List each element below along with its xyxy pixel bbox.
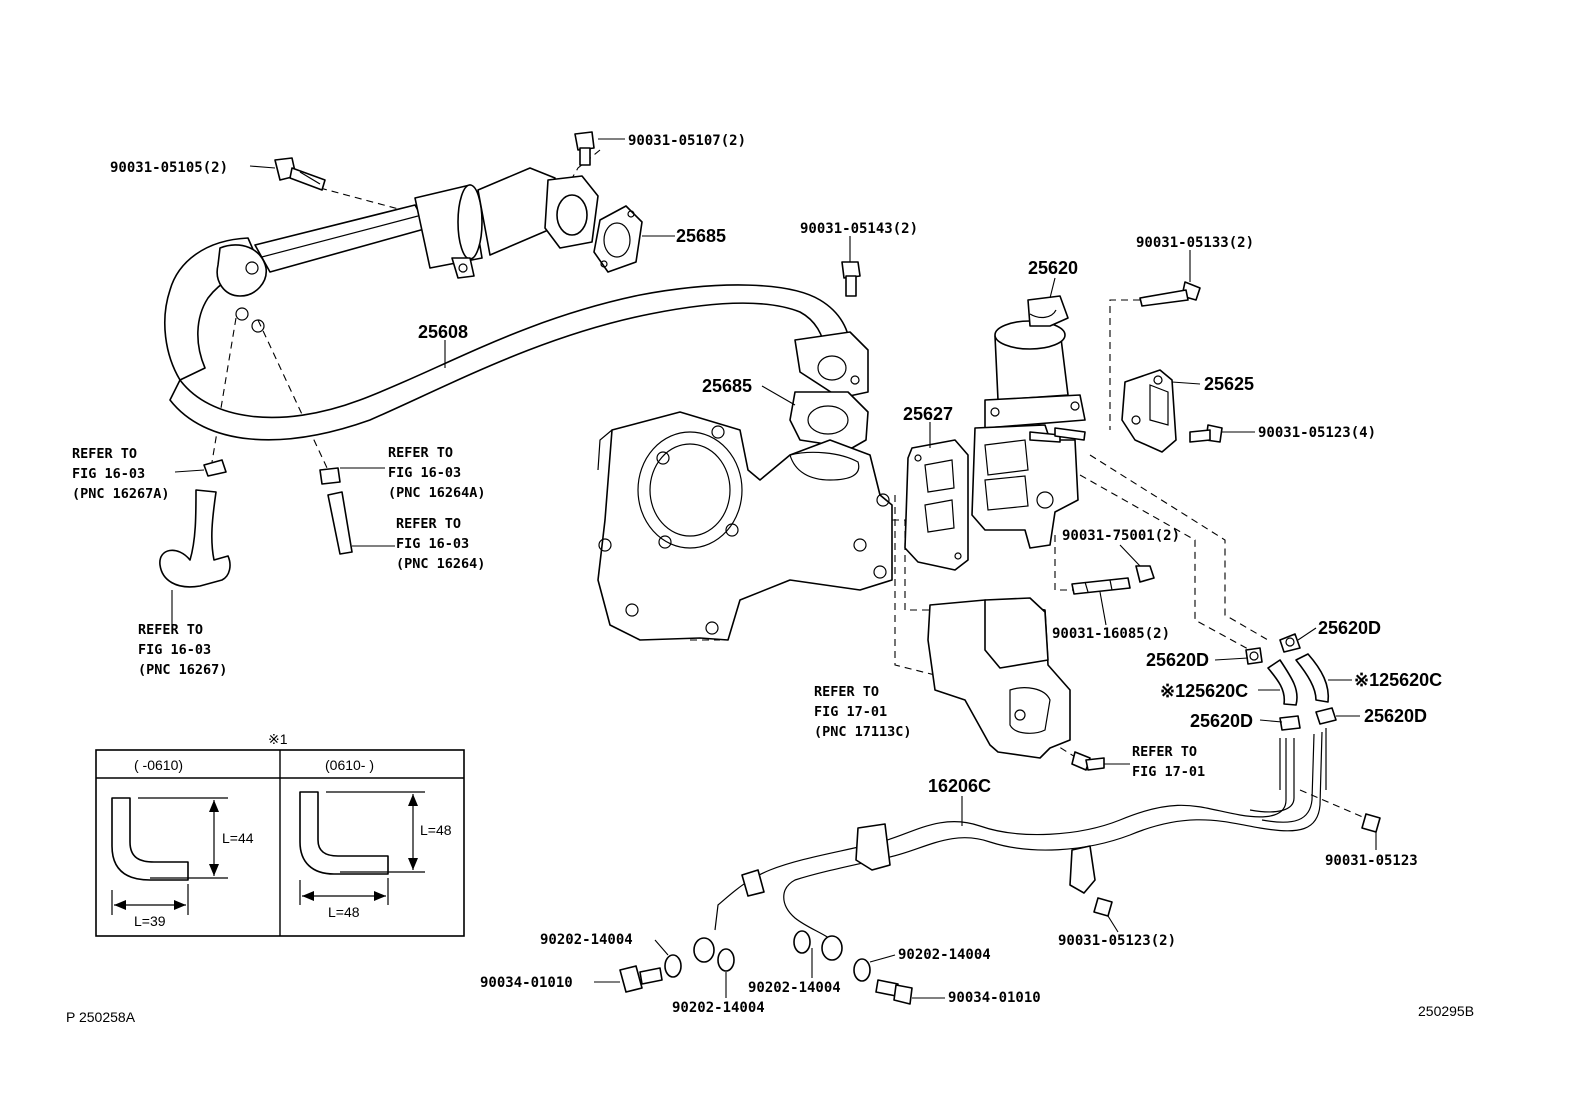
label-clip-d-mid-left: 25620D xyxy=(1190,711,1253,731)
label-washer-2: 90202-14004 xyxy=(672,1000,765,1016)
inset-col2-height: L=48 xyxy=(420,822,452,838)
label-bolt-05123-4: 90031-05123(4) xyxy=(1258,425,1376,441)
bolt-05107-icon xyxy=(574,131,595,166)
stud-16085-icon xyxy=(1071,577,1131,595)
footer-left-code: P 250258A xyxy=(66,1009,136,1025)
label-bolt-05105: 90031-05105(2) xyxy=(110,160,228,176)
label-bolt-05107: 90031-05107(2) xyxy=(628,133,746,149)
label-bolt-01010-right: 90034-01010 xyxy=(948,990,1041,1006)
label-washer-3: 90202-14004 xyxy=(748,980,841,996)
label-gasket-mid: 25685 xyxy=(702,376,752,396)
label-washer-4: 90202-14004 xyxy=(898,947,991,963)
inset-note-mark: ※1 xyxy=(268,731,288,747)
inset-col1-length: L=39 xyxy=(134,913,166,929)
inset-col2-header: (0610- ) xyxy=(325,757,374,773)
gasket-mid-icon xyxy=(789,391,869,449)
label-bracket: 25625 xyxy=(1204,374,1254,394)
callout-leaders xyxy=(171,138,1377,999)
gasket-valve-icon xyxy=(904,439,969,571)
label-harness: 16206C xyxy=(928,776,991,796)
label-washer-1: 90202-14004 xyxy=(540,932,633,948)
label-bolt-05123-right: 90031-05123 xyxy=(1325,853,1418,869)
ref-e-line2: FIG 17-01 xyxy=(814,704,887,720)
ref-c-line3: (PNC 16264) xyxy=(396,556,485,572)
ref-a-line2: FIG 16-03 xyxy=(72,466,145,482)
gasket-top-icon xyxy=(593,205,643,273)
hose-clips-group xyxy=(1245,633,1337,731)
bolt-05133-icon xyxy=(1139,281,1201,307)
ref-17113c: REFER TO FIG 17-01 (PNC 17113C) xyxy=(814,684,912,740)
inset-col1-height: L=44 xyxy=(222,830,254,846)
label-clip-d-mid-right: 25620D xyxy=(1364,706,1427,726)
bolt-05123-4-icon xyxy=(1189,424,1223,443)
egr-cooler-assembly xyxy=(164,167,869,441)
bolt-01010-left-icon xyxy=(619,965,663,993)
ref-a-line1: REFER TO xyxy=(72,446,137,462)
label-gasket-top: 25685 xyxy=(676,226,726,246)
hose-length-inset: ※1 ( -0610) (0610- ) L=44 L=39 L=48 xyxy=(95,731,465,937)
ref-16264: REFER TO FIG 16-03 (PNC 16264) xyxy=(396,516,485,572)
inset-col2-length: L=48 xyxy=(328,904,360,920)
ref-c-line2: FIG 16-03 xyxy=(396,536,469,552)
ref-d-line1: REFER TO xyxy=(138,622,203,638)
label-gasket-valve: 25627 xyxy=(903,404,953,424)
manifold-block xyxy=(597,411,893,641)
label-bolt-01010-left: 90034-01010 xyxy=(480,975,573,991)
ref-f-line1: REFER TO xyxy=(1132,744,1197,760)
ref-b-line1: REFER TO xyxy=(388,445,453,461)
ref-16267: REFER TO FIG 16-03 (PNC 16267) xyxy=(138,622,227,678)
ref-b-line2: FIG 16-03 xyxy=(388,465,461,481)
ref-e-line3: (PNC 17113C) xyxy=(814,724,912,740)
bolt-05105-icon xyxy=(274,157,326,191)
inset-col1-header: ( -0610) xyxy=(134,757,183,773)
ref-f-line2: FIG 17-01 xyxy=(1132,764,1205,780)
label-clip-d-left: 25620D xyxy=(1146,650,1209,670)
ref-17-01: REFER TO FIG 17-01 xyxy=(1132,744,1205,780)
ref-16267a: REFER TO FIG 16-03 (PNC 16267A) xyxy=(72,446,170,502)
ref-16264a: REFER TO FIG 16-03 (PNC 16264A) xyxy=(388,445,486,501)
label-hose-c-left: ※125620C xyxy=(1160,681,1248,701)
reference-labels: REFER TO FIG 16-03 (PNC 16267A) REFER TO… xyxy=(72,445,1205,780)
label-pipe: 25608 xyxy=(418,322,468,342)
ref-a-line3: (PNC 16267A) xyxy=(72,486,170,502)
label-clip-d-right-top: 25620D xyxy=(1318,618,1381,638)
label-bolt-05143: 90031-05143(2) xyxy=(800,221,918,237)
callout-labels: 90031-05105(2) 90031-05107(2) 25685 2560… xyxy=(110,133,1442,1016)
ref-b-line3: (PNC 16264A) xyxy=(388,485,486,501)
ref-e-line1: REFER TO xyxy=(814,684,879,700)
bolt-01010-right-icon xyxy=(875,979,913,1005)
label-valve: 25620 xyxy=(1028,258,1078,278)
nut-75001-icon xyxy=(1135,565,1155,583)
label-nut-75001: 90031-75001(2) xyxy=(1062,528,1180,544)
washer-icons xyxy=(664,930,871,982)
heat-insulator-icon xyxy=(927,597,1071,759)
bracket-icon xyxy=(1121,369,1177,453)
label-bolt-05133: 90031-05133(2) xyxy=(1136,235,1254,251)
ref-c-line1: REFER TO xyxy=(396,516,461,532)
label-stud-16085: 90031-16085(2) xyxy=(1052,626,1170,642)
bolt-05143-icon xyxy=(841,261,861,297)
small-hoses-left xyxy=(159,459,353,588)
bolt-05123-right-icon xyxy=(1361,813,1381,833)
footer-right-code: 250295B xyxy=(1418,1003,1474,1019)
bolt-fig17-icon xyxy=(1071,751,1105,771)
ref-d-line2: FIG 16-03 xyxy=(138,642,211,658)
label-bolt-05123-2: 90031-05123(2) xyxy=(1058,933,1176,949)
label-hose-c-right: ※125620C xyxy=(1354,670,1442,690)
ref-d-line3: (PNC 16267) xyxy=(138,662,227,678)
bolt-05123-2-icon xyxy=(1093,897,1113,917)
egr-valve-icon xyxy=(971,295,1086,549)
harness-icon xyxy=(693,728,1327,963)
